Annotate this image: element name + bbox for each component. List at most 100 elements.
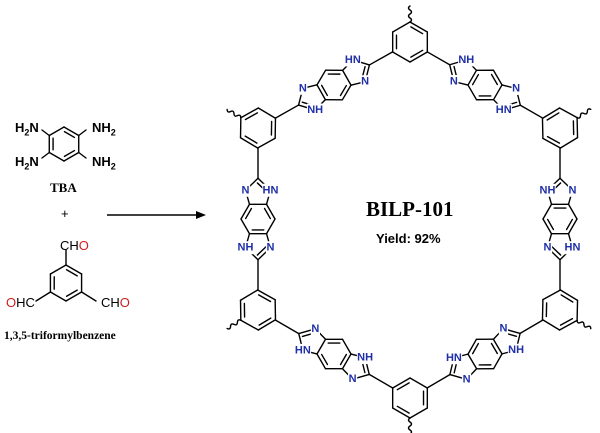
benzimidazole-core [265, 203, 276, 220]
nitrogen-atom: NH [540, 184, 556, 196]
nitrogen-atom: N [349, 373, 357, 385]
triformylbenzene-label: 1,3,5-triformylbenzene [4, 330, 116, 342]
linker-benzene-ring [257, 107, 277, 119]
linker-benzene-ring [409, 51, 429, 63]
label-mask [511, 81, 521, 95]
double-bond [244, 207, 253, 220]
benzimidazole-core [265, 218, 276, 235]
sub-2: 2 [110, 127, 116, 138]
linker-bond [519, 104, 544, 119]
double-bond [256, 246, 267, 256]
label-mask [347, 372, 358, 386]
benzimidazole-core [341, 338, 352, 355]
linker-benzene-ring [541, 107, 561, 120]
linker-bond [274, 104, 300, 119]
reaction-arrow [107, 211, 206, 219]
double-bond [546, 112, 560, 121]
label-mask [495, 103, 512, 117]
n-text: N [92, 154, 102, 169]
linker-benzene-ring [559, 136, 579, 149]
benzimidazole-core [492, 338, 503, 355]
bond [35, 291, 52, 302]
double-bond [320, 84, 329, 97]
label-mask [356, 351, 374, 365]
wavy-bond [407, 417, 413, 433]
linker-bond [368, 51, 394, 66]
benzimidazole-core [467, 338, 478, 355]
aldehyde-ring [49, 264, 67, 275]
benzimidazole-core [316, 353, 327, 370]
sub-2: 2 [24, 127, 30, 138]
benzimidazole-core [467, 353, 478, 370]
benzimidazole-core [467, 84, 478, 101]
nitrogen-atom: NH [238, 242, 254, 254]
benzimidazole-core [341, 69, 352, 86]
label-mask [542, 241, 553, 255]
nitrogen-atom: N [569, 184, 577, 196]
n-text: N [92, 120, 102, 135]
double-bond [339, 353, 348, 366]
double-bond [244, 112, 259, 121]
benzimidazole-core [567, 218, 578, 235]
nitrogen-atom: HN [446, 352, 462, 364]
n-text: N [29, 154, 39, 169]
linker-benzene-ring [409, 21, 429, 33]
linker-bond [368, 373, 394, 389]
product-name: BILP-101 [366, 197, 454, 221]
linker-benzene-ring [239, 289, 259, 301]
tba-ring [48, 126, 65, 137]
linker-benzene-ring [391, 21, 411, 33]
linker-benzene-ring [240, 319, 260, 331]
double-bond [410, 49, 424, 58]
benzimidazole-core [492, 69, 503, 86]
linker-bond [426, 373, 451, 389]
linker-bond [274, 319, 300, 335]
benzimidazole-core [316, 338, 327, 355]
label-mask [445, 351, 463, 365]
double-bond [396, 405, 410, 414]
label-mask [306, 103, 324, 117]
cho-text: CHO [101, 295, 130, 310]
linker-benzene-ring [257, 319, 277, 331]
nitrogen-atom: N [544, 242, 552, 254]
linker-benzene-ring [391, 407, 411, 419]
h-text: H [15, 120, 25, 135]
label-mask [240, 183, 251, 197]
benzimidazole-core [316, 69, 327, 86]
benzimidazole-core [240, 218, 251, 235]
label-mask [344, 53, 362, 67]
double-bond [257, 294, 272, 303]
h-text: H [101, 120, 111, 135]
double-bond [263, 207, 272, 220]
benzimidazole-core [567, 203, 578, 220]
double-bond [559, 317, 574, 326]
nitrogen-atom: HN [263, 184, 279, 196]
linker-benzene-ring [391, 51, 411, 63]
n-text: N [29, 120, 39, 135]
nitrogen-atom: N [463, 373, 471, 385]
aldehyde-ring [65, 291, 83, 302]
oxygen-atom: O [6, 295, 17, 310]
double-bond [63, 130, 76, 139]
nitrogen-atom: N [499, 323, 507, 335]
bond [80, 291, 97, 302]
tba-amine-top-left: H2N [15, 120, 39, 138]
tba-label: TBA [50, 180, 77, 195]
aldehyde-ring [49, 291, 67, 302]
aldehyde-ring [65, 264, 83, 275]
wavy-bond [226, 108, 242, 119]
label-mask [265, 241, 276, 255]
label-mask [310, 322, 321, 336]
label-mask [564, 241, 581, 255]
aldehyde-left: OHC [6, 295, 35, 310]
benzimidazole-core [492, 353, 503, 370]
linker-benzene-ring [391, 377, 411, 389]
tba-amine-bottom-right: NH2 [92, 154, 116, 172]
tba-amine-bottom-left: H2N [15, 154, 39, 172]
tba-ring [63, 151, 80, 162]
bond [41, 151, 50, 159]
linker-benzene-ring [542, 137, 562, 149]
aldehyde-top: CHO [60, 238, 89, 253]
linker-benzene-ring [256, 137, 276, 149]
